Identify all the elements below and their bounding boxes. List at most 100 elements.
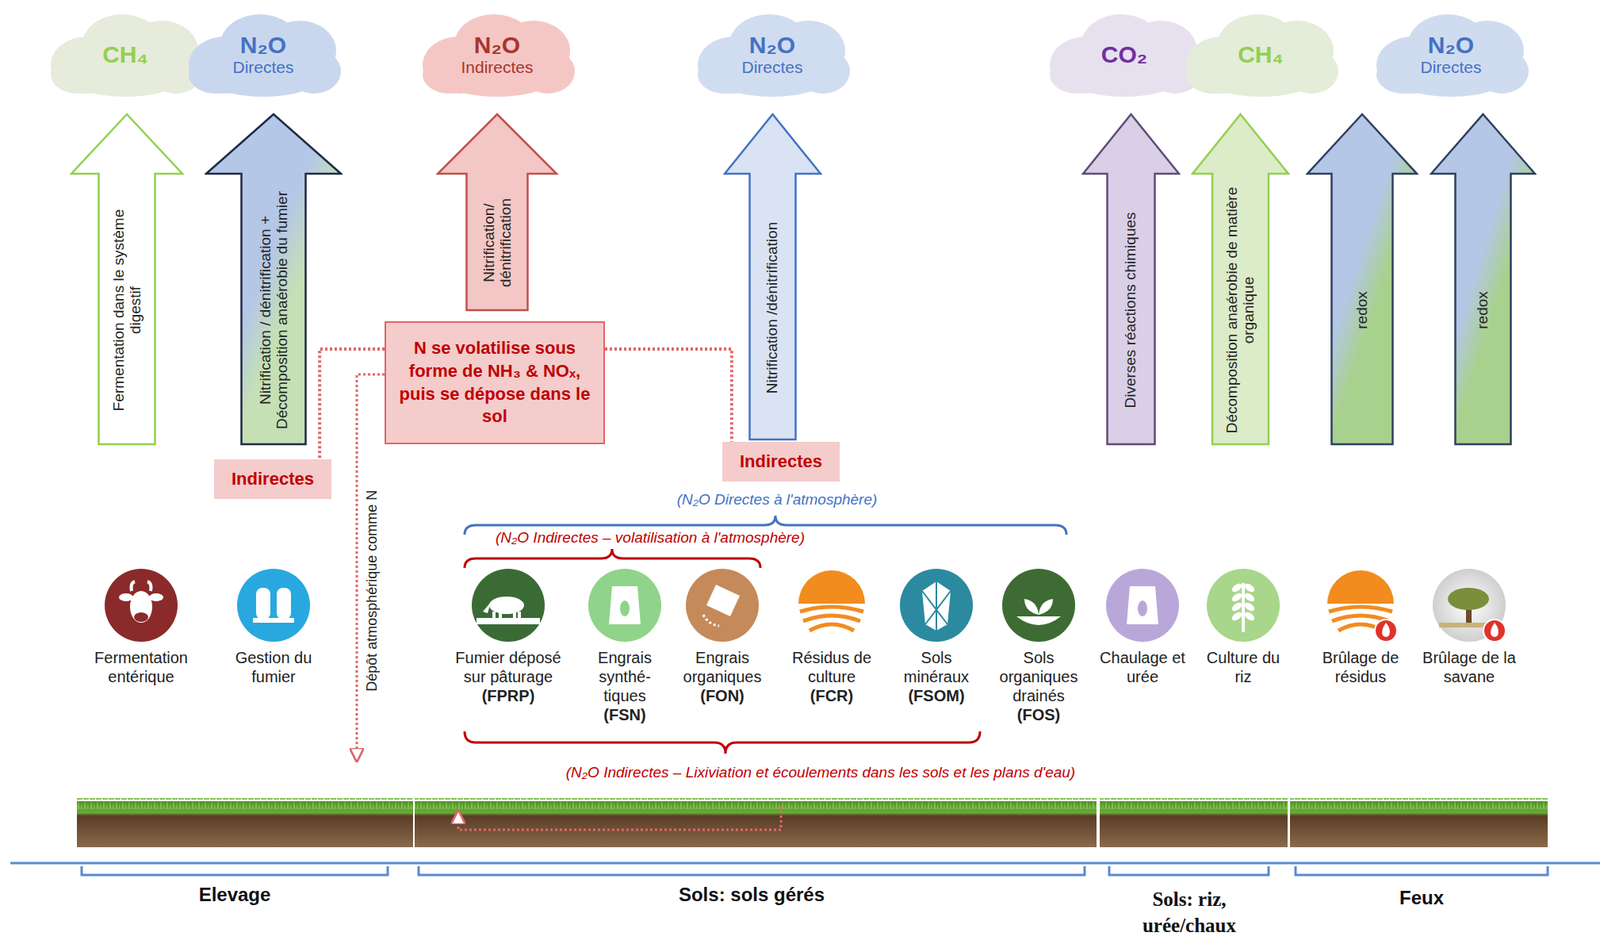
icon-part (1230, 600, 1244, 613)
icon-part (800, 606, 864, 631)
arrow-shape (69, 112, 184, 446)
group-brackets (81, 865, 1548, 875)
node-label: CH₄ (1237, 41, 1284, 68)
icon-part (471, 568, 545, 642)
icon-part (131, 581, 152, 591)
source-icon: Brûlage de résidus (1311, 566, 1411, 686)
icon-part (252, 617, 295, 623)
icon-part (1327, 570, 1394, 604)
icon-part (685, 568, 759, 642)
arrow-outline (1083, 114, 1179, 445)
node-label: Sols organiques drainés (990, 647, 1088, 705)
art-part (76, 797, 414, 809)
node-sublabel: (FPRP) (443, 685, 575, 705)
icon-part (1374, 619, 1398, 642)
node-sublabel: Directes (1420, 57, 1482, 77)
icon-part (493, 611, 520, 620)
source-icon: Culture du riz (1198, 566, 1288, 686)
icon-part (276, 587, 291, 620)
node-label: redox (1353, 183, 1371, 437)
icon-part (1243, 610, 1256, 623)
node-label: Fumier déposé sur pâturage (443, 647, 575, 686)
icon-part (1243, 591, 1256, 604)
node-label: N se volatilise sous forme de NH₃ & NOₓ,… (394, 336, 596, 428)
icon-circle (235, 566, 312, 644)
group-label: Sols: riz, urée/chaux (1106, 886, 1273, 938)
icon-circle (898, 566, 975, 644)
source-icon: Gestion du fumier (214, 566, 334, 686)
source-icon: Fumier déposé sur pâturage(FPRP) (443, 566, 575, 705)
soil-strips (76, 797, 1548, 847)
icon-part (1016, 616, 1061, 625)
icon-symbol (471, 568, 545, 642)
bracket-label: (N₂O Indirectes – Lixiviation et écoulem… (503, 762, 1138, 783)
flow-label: Dépôt atmosphérique comme N (363, 471, 382, 710)
icon-circle (103, 566, 180, 644)
icon-part (482, 601, 491, 613)
node-label: Chaulage et urée (1094, 647, 1191, 686)
icon-part (1490, 622, 1499, 637)
soil-flow-arrow (458, 805, 781, 830)
source-icon: Sols minéraux(FSOM) (891, 566, 981, 705)
node-sublabel: Directes (741, 57, 803, 77)
icon-circle (684, 566, 761, 644)
gas-cloud: N₂ODirectes (183, 9, 343, 99)
process-box: N se volatilise sous forme de NH₃ & NOₓ,… (384, 321, 605, 445)
icon-circle (1000, 566, 1077, 644)
icon-symbol (1206, 568, 1280, 642)
node-label: N₂O (749, 31, 796, 58)
source-icon: Engrais organiques(FON) (674, 566, 770, 705)
arrow-label-wrap: Décomposition anaérobie de matière organ… (1223, 183, 1258, 437)
gas-cloud: N₂ODirectes (1371, 9, 1531, 99)
arrow-shape (1305, 112, 1419, 446)
icon-symbol (899, 568, 973, 642)
icon-circle (1104, 566, 1181, 644)
group-label: Sols: sols gérés (632, 881, 871, 907)
gas-cloud: N₂OIndirectes (417, 9, 577, 99)
node-label: Engrais synthé-tiques (580, 647, 670, 705)
node-label: Indirectes (739, 451, 823, 472)
icon-part (1447, 587, 1489, 610)
icon-part (1126, 585, 1159, 624)
icon-part (1024, 598, 1053, 615)
node-sublabel: (FOS) (990, 704, 1088, 724)
source-icon: Fermentation entérique (73, 566, 209, 686)
icon-part (899, 568, 973, 642)
node-label: Diverses réactions chimiques (1121, 183, 1139, 437)
arrow-shape (1429, 112, 1537, 446)
source-icon: Brûlage de la savane (1416, 566, 1522, 686)
node-label: N₂O (240, 31, 287, 58)
arrow-outline (437, 114, 557, 311)
node-sublabel: (FON) (674, 685, 770, 705)
art-part (1295, 865, 1548, 875)
icon-part (1241, 582, 1245, 632)
icon-part (133, 612, 149, 622)
arrow-label-wrap: Diverses réactions chimiques (1121, 183, 1139, 437)
icon-part (1137, 600, 1148, 617)
icon-part (798, 570, 866, 604)
node-label: N₂O (474, 31, 521, 58)
gas-cloud: CO₂ (1044, 9, 1204, 99)
node-label: redox (1473, 183, 1491, 437)
node-sublabel: Directes (232, 57, 294, 77)
cloud-lobe (50, 55, 105, 94)
arrow-label-wrap: redox (1473, 183, 1491, 437)
icon-part (1106, 568, 1179, 642)
node-label: Décomposition anaérobie de matière organ… (1223, 183, 1258, 437)
node-sublabel: (FCR) (783, 685, 881, 705)
node-label: Résidus de culture (783, 647, 881, 686)
process-box: Indirectes (214, 459, 332, 499)
art-part (414, 797, 1097, 809)
arrow-outline (206, 114, 341, 445)
dotted-connector (319, 348, 385, 460)
icon-part (795, 568, 869, 642)
node-label: CH₄ (102, 41, 149, 68)
group-label: Feux (1342, 884, 1501, 910)
icon-part (1230, 610, 1244, 623)
arrow-outline (724, 114, 821, 440)
leaching-brace (464, 731, 980, 754)
ground-line (10, 861, 1600, 865)
bracket-label: (N₂O Indirectes – volatilisation à l'atm… (444, 528, 857, 548)
node-label: Culture du riz (1198, 647, 1288, 686)
arrow-outline (71, 114, 183, 445)
